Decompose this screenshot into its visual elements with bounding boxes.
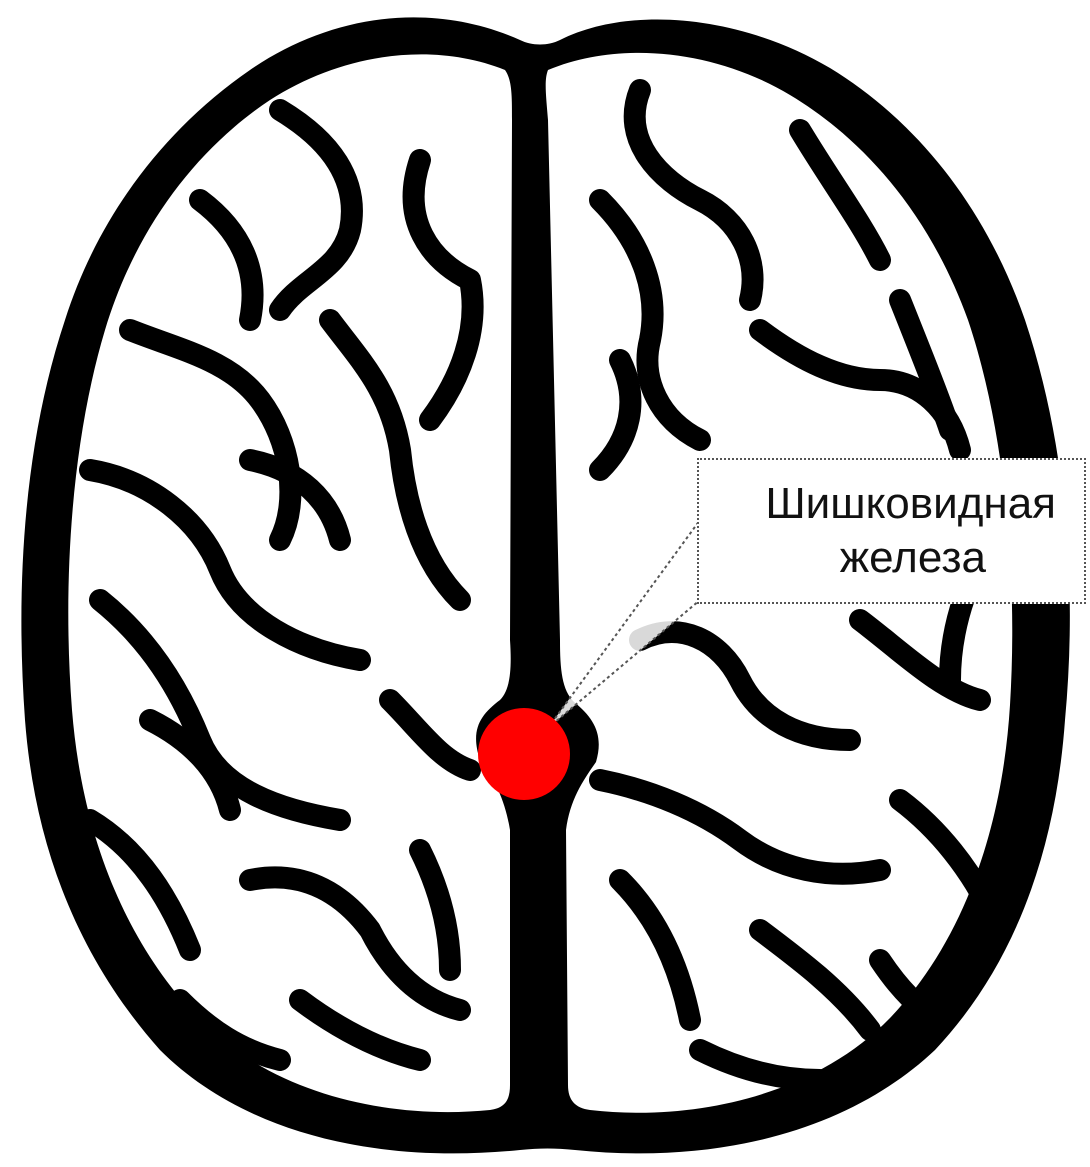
callout-label-box: Шишковидная железа	[697, 458, 1086, 604]
callout-line-1: Шишковидная	[765, 477, 1056, 531]
callout-line-2: железа	[840, 531, 986, 585]
red-dot-marker	[478, 708, 570, 800]
